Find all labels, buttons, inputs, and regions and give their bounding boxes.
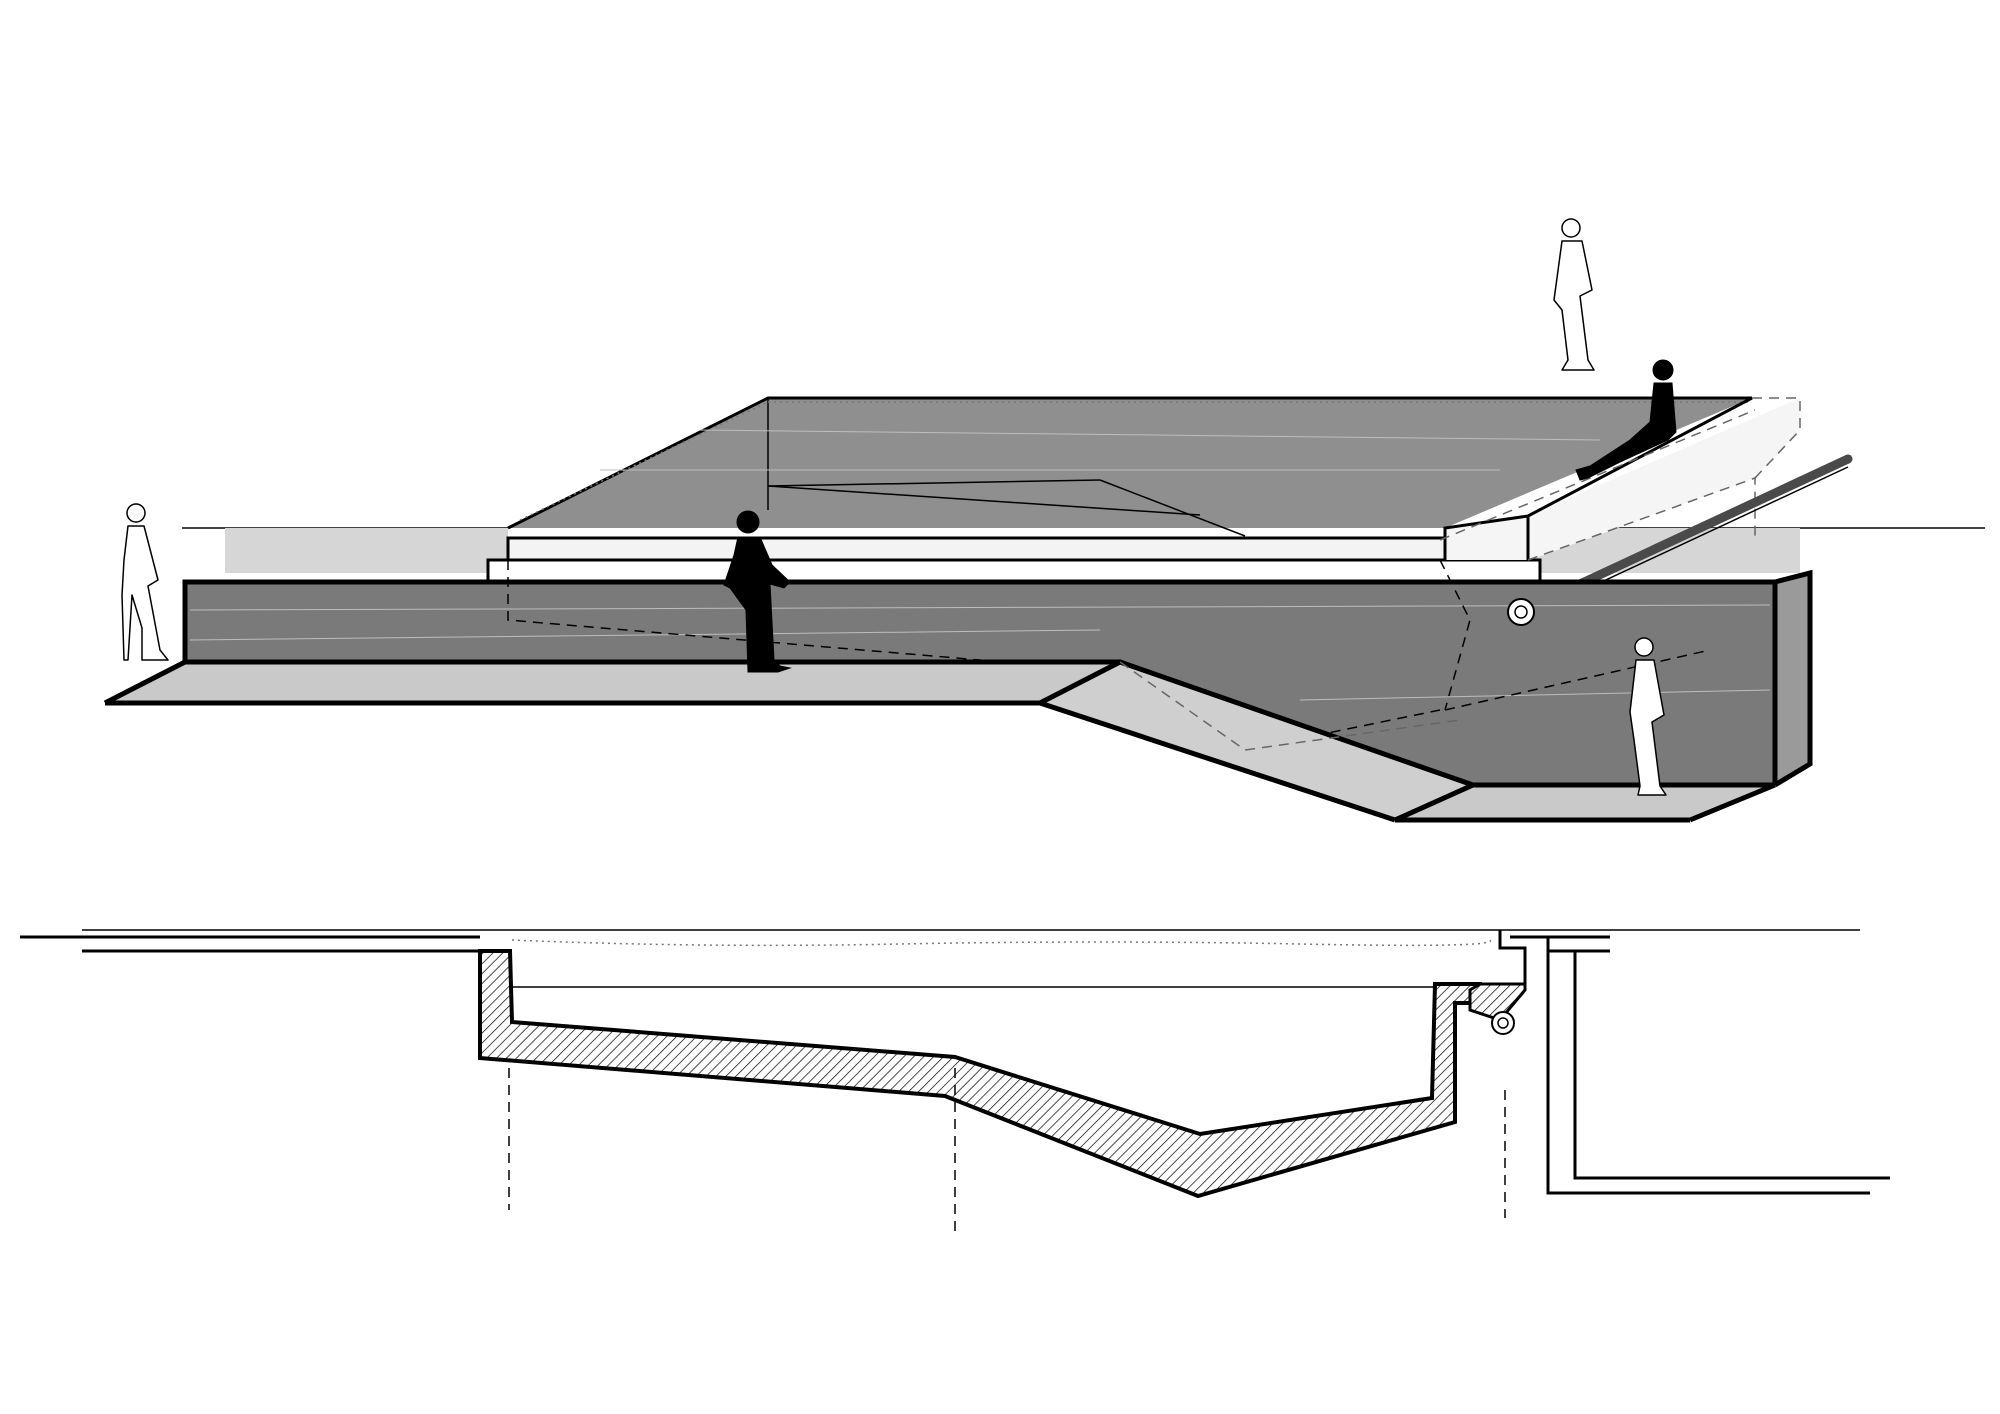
right-block-dashed-c	[1439, 409, 1756, 541]
axonometric-view	[103, 218, 1985, 823]
basin-inner-line-b	[767, 479, 1101, 487]
ghost-line-4	[189, 629, 1101, 641]
section-view	[20, 929, 1890, 1235]
person-solid-icon-standing	[723, 510, 792, 673]
basin-inner-line-a	[767, 485, 1201, 516]
front-wall	[185, 582, 1775, 785]
right-wall-outer	[1546, 937, 1870, 1195]
basin-top-surface	[508, 398, 1752, 528]
front-wall-side	[1775, 573, 1810, 785]
back-wall-band-left	[225, 528, 508, 573]
lower-landing-side	[1689, 782, 1776, 823]
person-solid-icon-sitting	[1575, 359, 1677, 481]
right-block-dashed-a	[1752, 397, 1801, 479]
right-block-fill	[1445, 398, 1800, 560]
hidden-contour-c	[1444, 649, 1711, 711]
ghost-line-5	[1299, 689, 1771, 701]
water-line-diag	[519, 401, 769, 521]
outlet-section-icon	[1491, 1011, 1515, 1035]
ramp-edge-bottom	[1039, 700, 1396, 823]
person-outline-icon-right	[1629, 637, 1667, 796]
lower-landing	[1395, 785, 1775, 820]
lower-landing-back	[1393, 782, 1775, 823]
right-block-edge	[1443, 396, 1753, 560]
ramp	[1040, 662, 1473, 820]
person-outline-icon-left	[121, 503, 169, 661]
person-outline-icon-top	[1553, 218, 1595, 371]
floor-slab	[105, 662, 1120, 703]
outlet-icon	[1507, 598, 1535, 626]
floor-slab-edge	[103, 659, 1120, 706]
basin-inner-line-c	[1099, 479, 1246, 537]
ghost-line-3	[189, 604, 1771, 611]
bench-ledge	[486, 558, 1542, 584]
ghost-line-2	[699, 429, 1601, 441]
front-wall-outline	[182, 569, 1813, 788]
ramp-hidden	[1119, 661, 1461, 751]
right-block-dashed-b	[1527, 476, 1756, 561]
water-wave	[511, 939, 1492, 947]
hidden-contour-b	[1439, 559, 1471, 711]
back-wall-band-right	[1530, 528, 1800, 573]
upper-ledge	[506, 536, 1447, 562]
right-wall-inner	[1573, 951, 1890, 1180]
